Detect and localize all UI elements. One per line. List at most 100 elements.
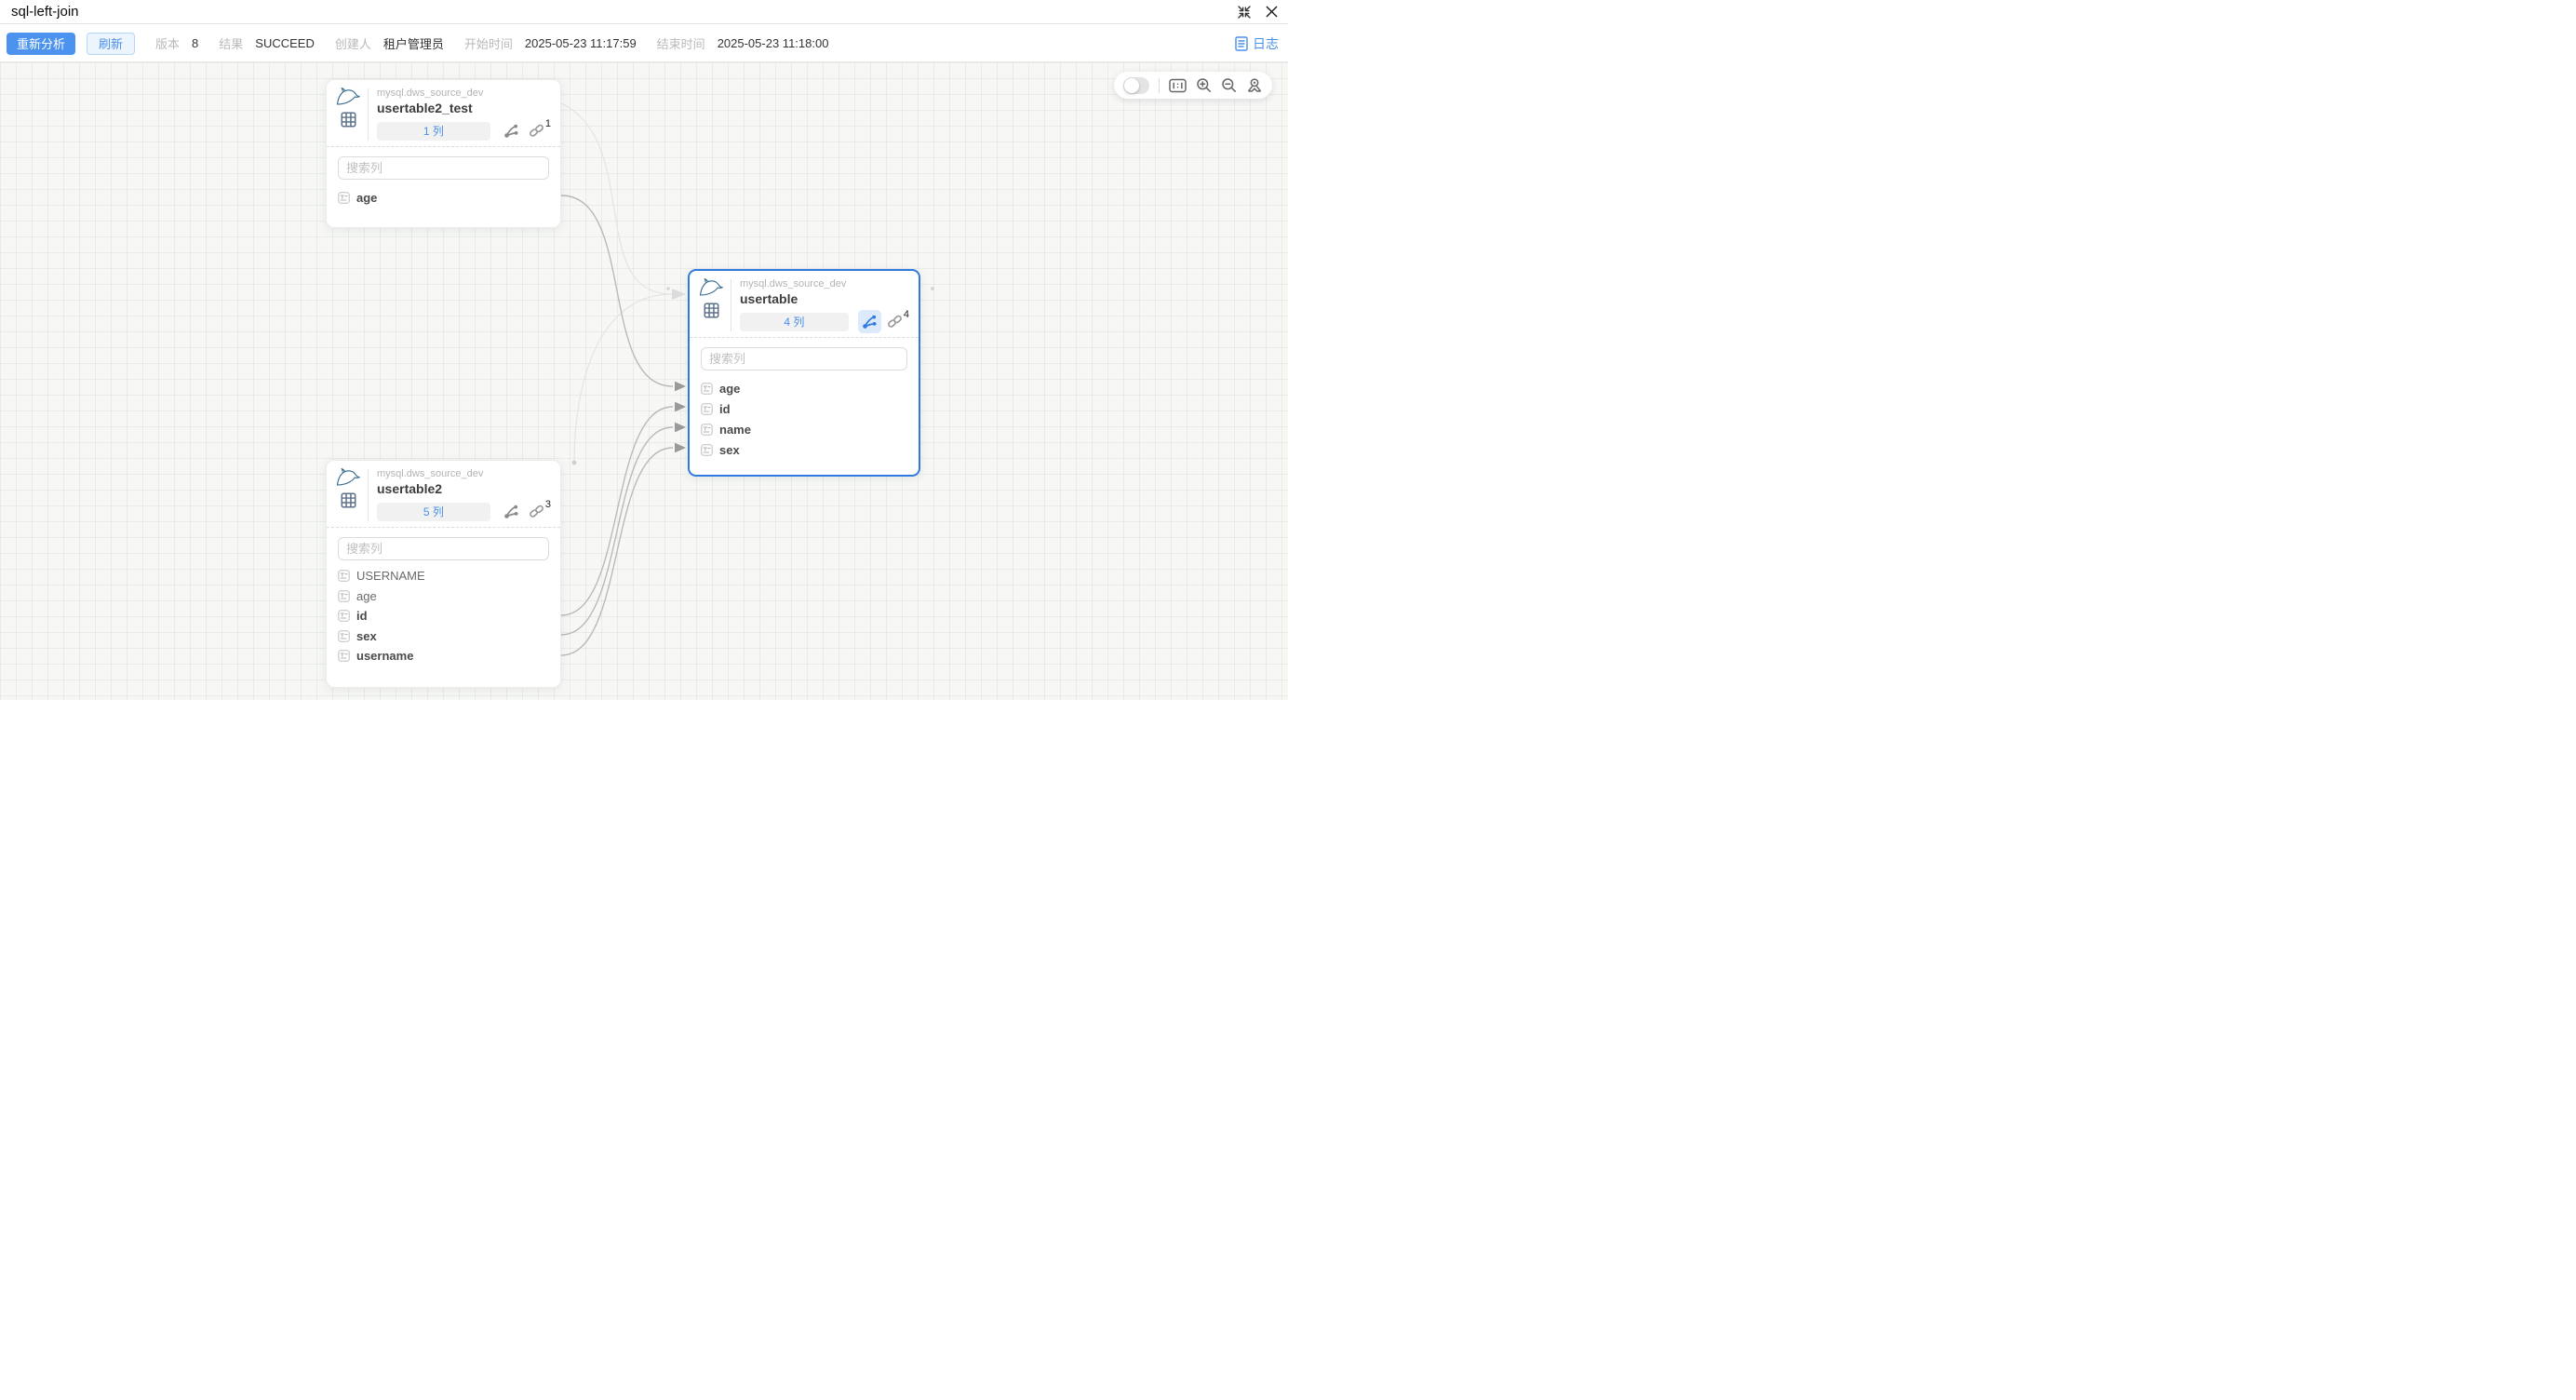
column-lineage-icon-active[interactable] <box>857 310 881 333</box>
column-edge-arrowhead <box>675 442 686 453</box>
field-type-icon <box>338 570 350 582</box>
field-type-icon <box>701 423 713 436</box>
creator-label: 创建人 <box>334 37 371 51</box>
field-type-icon <box>701 443 713 456</box>
result-value: SUCCEED <box>255 36 315 50</box>
mysql-logo-icon <box>336 88 360 105</box>
column-edge-arrowhead <box>675 401 686 412</box>
column-row-id[interactable]: id <box>338 606 549 626</box>
mysql-logo-icon <box>336 468 360 486</box>
column-name: name <box>719 422 751 437</box>
column-name: sex <box>356 628 377 643</box>
column-row-sex[interactable]: sex <box>701 439 907 460</box>
lineage-window: sql-left-join 重新分析 刷新 版本 8 结果 SUCCEED <box>0 0 1288 700</box>
column-row-age[interactable]: age <box>701 378 907 398</box>
column-name: username <box>356 649 414 664</box>
column-edge-arrowhead <box>675 422 686 433</box>
zoom-out-icon[interactable] <box>1221 77 1237 93</box>
column-row-sex[interactable]: sex <box>338 626 549 647</box>
edge-waypoint-dot <box>666 287 670 290</box>
column-name: age <box>356 190 378 205</box>
document-lines-icon <box>1235 35 1248 51</box>
table-name: usertable2_test <box>377 101 473 115</box>
end-time-label: 结束时间 <box>656 37 705 51</box>
columns-count-pill[interactable]: 5 列 <box>377 502 490 521</box>
log-label: 日志 <box>1253 35 1279 51</box>
column-name: age <box>719 381 741 396</box>
refresh-button[interactable]: 刷新 <box>87 32 136 55</box>
toggle-knob <box>1124 77 1139 93</box>
canvas-toggle[interactable] <box>1123 76 1150 94</box>
version-value: 8 <box>192 36 199 50</box>
link-count-badge: 1 <box>544 118 551 129</box>
title-bar: sql-left-join <box>0 0 1288 24</box>
column-name: id <box>356 609 368 624</box>
column-edge-id-id[interactable] <box>560 406 674 616</box>
column-name: id <box>719 401 731 416</box>
columns-count-pill[interactable]: 1 列 <box>377 121 490 141</box>
table-node-usertable[interactable]: mysql.dws_source_dev usertable 4 列 <box>688 269 920 477</box>
field-type-icon <box>338 590 350 602</box>
table-node-usertable2_test[interactable]: mysql.dws_source_dev usertable2_test 1 列 <box>326 79 561 228</box>
table-name: usertable <box>740 291 798 306</box>
table-out-port <box>931 287 934 290</box>
column-search-input[interactable] <box>338 156 549 180</box>
run-toolbar: 重新分析 刷新 版本 8 结果 SUCCEED 创建人 租户管理员 开始时间 2… <box>0 25 1288 62</box>
node-header: mysql.dws_source_dev usertable2 5 列 <box>327 461 560 528</box>
link-count-badge: 3 <box>544 499 551 510</box>
field-type-icon <box>338 630 350 642</box>
column-row-age[interactable]: age <box>338 187 549 208</box>
field-type-icon <box>701 382 713 395</box>
database-label: mysql.dws_source_dev <box>377 468 484 479</box>
locate-icon[interactable] <box>1246 77 1263 93</box>
column-name: USERNAME <box>356 569 425 584</box>
column-row-username[interactable]: username <box>338 646 549 666</box>
column-row-name[interactable]: name <box>701 419 907 439</box>
lineage-canvas[interactable]: mysql.dws_source_dev usertable2_test 1 列 <box>0 62 1288 700</box>
edge-layer <box>560 102 934 656</box>
field-type-icon <box>701 402 713 415</box>
close-icon[interactable] <box>1265 5 1279 19</box>
one-to-one-icon[interactable] <box>1169 78 1187 93</box>
start-time-value: 2025-05-23 11:17:59 <box>524 36 637 50</box>
column-lineage-icon[interactable] <box>500 500 523 523</box>
table-links-icon[interactable]: 3 <box>529 499 551 519</box>
start-time-label: 开始时间 <box>463 37 513 51</box>
version-label: 版本 <box>155 37 181 51</box>
table-name: usertable2 <box>377 481 443 496</box>
result-label: 结果 <box>219 37 244 51</box>
mysql-logo-icon <box>699 278 723 296</box>
field-type-icon <box>338 650 350 662</box>
table-edge-usertable2-usertable[interactable] <box>573 293 673 464</box>
zoom-in-icon[interactable] <box>1196 77 1212 93</box>
page-title: sql-left-join <box>11 4 79 20</box>
column-lineage-icon[interactable] <box>500 119 523 142</box>
column-search-input[interactable] <box>338 537 549 560</box>
column-row-USERNAME[interactable]: USERNAME <box>338 566 549 586</box>
column-edge-age-age[interactable] <box>560 195 674 387</box>
field-type-icon <box>338 191 350 204</box>
creator-value: 租户管理员 <box>382 37 444 51</box>
table-out-port <box>571 460 577 465</box>
table-edge-usertable2_test-usertable[interactable] <box>560 102 673 295</box>
end-time-value: 2025-05-23 11:18:00 <box>717 36 829 50</box>
exit-fullscreen-icon[interactable] <box>1237 5 1252 20</box>
columns-count-pill[interactable]: 4 列 <box>740 312 849 331</box>
table-links-icon[interactable]: 1 <box>529 118 551 139</box>
column-name: age <box>356 588 377 603</box>
node-header: mysql.dws_source_dev usertable 4 列 <box>690 271 919 338</box>
table-links-icon[interactable]: 4 <box>887 309 909 330</box>
reanalyze-button[interactable]: 重新分析 <box>7 32 76 55</box>
column-row-age[interactable]: age <box>338 586 549 607</box>
table-node-usertable2[interactable]: mysql.dws_source_dev usertable2 5 列 <box>326 460 561 688</box>
link-count-badge: 4 <box>903 309 909 320</box>
node-header: mysql.dws_source_dev usertable2_test 1 列 <box>327 80 560 147</box>
column-search-input[interactable] <box>701 347 907 370</box>
canvas-control-bar <box>1114 72 1272 99</box>
column-row-id[interactable]: id <box>701 398 907 419</box>
column-edge-username-sex[interactable] <box>560 447 674 656</box>
column-name: sex <box>719 442 740 457</box>
log-button[interactable]: 日志 <box>1235 34 1279 53</box>
divider <box>368 469 369 521</box>
column-edge-sex-name[interactable] <box>560 426 674 636</box>
